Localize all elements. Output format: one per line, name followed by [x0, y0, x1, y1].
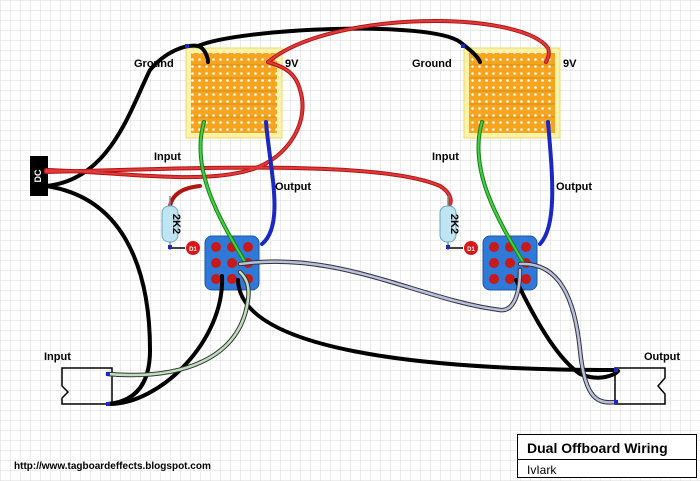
- power-label-left: 9V: [285, 58, 299, 70]
- title-block: Dual Offboard Wiring IvIark: [517, 434, 697, 478]
- led-right: D1: [450, 241, 478, 255]
- jack-input-label: Input: [44, 351, 71, 363]
- led-right-label: D1: [467, 247, 475, 253]
- jack-output-label: Output: [644, 351, 680, 363]
- board-output-label-right: Output: [556, 181, 592, 193]
- shielded-cables: [105, 259, 619, 405]
- title-divider: [518, 459, 696, 460]
- diagram-author: IvIark: [527, 463, 557, 477]
- ground-label-left: Ground: [134, 58, 174, 70]
- resistor-right-label: 2K2: [448, 214, 460, 234]
- led-left-label: D1: [189, 247, 197, 253]
- output-wires: [260, 120, 555, 246]
- connection-dots: [106, 44, 618, 406]
- board-left: [185, 47, 283, 139]
- board-input-label-left: Input: [154, 151, 181, 163]
- footswitch-right: [482, 235, 538, 291]
- output-jack: [614, 367, 666, 405]
- resistor-right: 2K2: [439, 196, 460, 250]
- dc-jack-label: DC: [33, 169, 43, 182]
- diagram-title: Dual Offboard Wiring: [527, 440, 668, 456]
- board-right: [463, 47, 561, 139]
- resistor-left: 2K2: [161, 196, 182, 250]
- led-left: D1: [172, 241, 200, 255]
- board-output-label-left: Output: [275, 181, 311, 193]
- ground-wires: [44, 26, 620, 407]
- site-url: http://www.tagboardeffects.blogspot.com: [14, 461, 211, 472]
- resistor-left-label: 2K2: [170, 214, 182, 234]
- power-label-right: 9V: [563, 58, 577, 70]
- dc-jack: DC: [30, 156, 48, 196]
- ground-label-right: Ground: [412, 58, 452, 70]
- board-input-label-right: Input: [432, 151, 459, 163]
